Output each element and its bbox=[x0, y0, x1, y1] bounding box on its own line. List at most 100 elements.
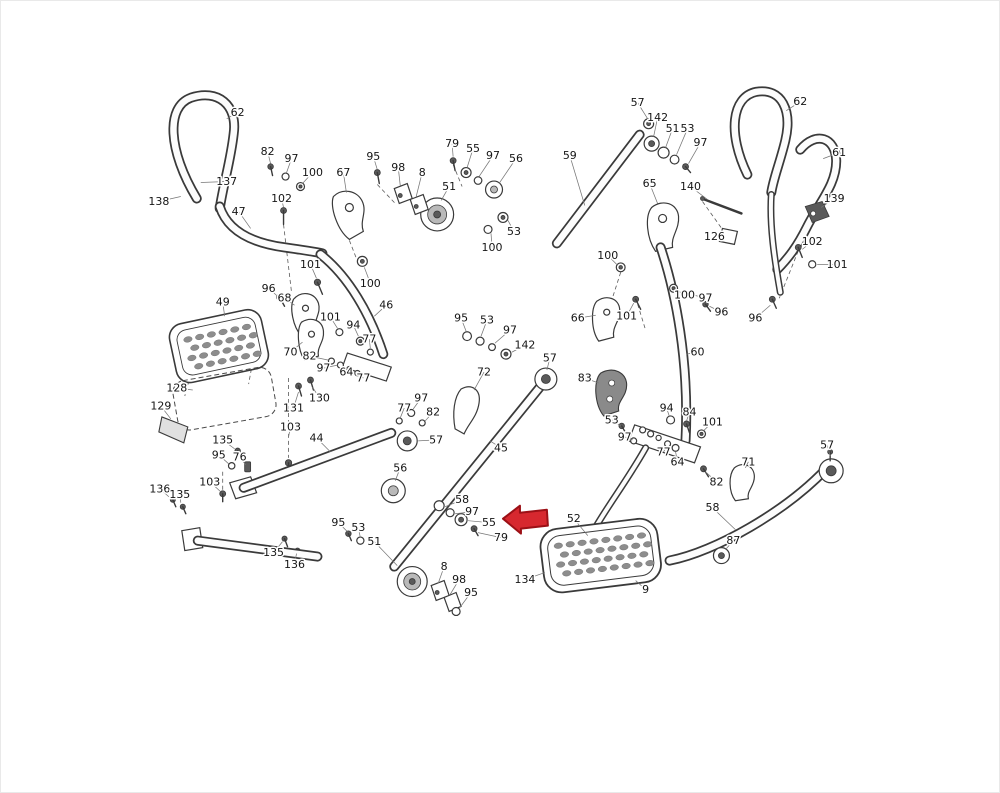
part-label-53: 53 bbox=[681, 122, 695, 135]
part-label-97: 97 bbox=[486, 149, 500, 162]
plate-128 bbox=[172, 366, 277, 431]
part-label-82: 82 bbox=[261, 145, 275, 158]
pedal-arm-52 bbox=[591, 444, 650, 533]
part-label-9: 9 bbox=[642, 583, 649, 596]
part-label-55: 55 bbox=[466, 142, 480, 155]
part-label-94: 94 bbox=[346, 319, 360, 332]
part-label-83: 83 bbox=[578, 372, 592, 385]
hardware-right-handle bbox=[700, 196, 830, 309]
part-label-128: 128 bbox=[166, 382, 187, 395]
part-label-97: 97 bbox=[414, 391, 428, 404]
part-label-66: 66 bbox=[571, 312, 585, 325]
part-label-82: 82 bbox=[709, 475, 723, 488]
part-label-71: 71 bbox=[741, 455, 755, 468]
pulley-51 bbox=[420, 197, 455, 232]
part-label-51: 51 bbox=[442, 180, 456, 193]
part-label-82: 82 bbox=[426, 405, 440, 418]
part-label-134: 134 bbox=[514, 573, 535, 586]
part-label-103: 103 bbox=[280, 420, 301, 433]
part-label-98: 98 bbox=[391, 161, 405, 174]
part-label-130: 130 bbox=[309, 391, 330, 404]
part-label-47: 47 bbox=[232, 205, 246, 218]
part-label-95: 95 bbox=[212, 448, 226, 461]
part-label-102: 102 bbox=[271, 192, 292, 205]
part-label-139: 139 bbox=[824, 192, 845, 205]
part-label-51: 51 bbox=[367, 535, 381, 548]
part-label-8: 8 bbox=[441, 560, 448, 573]
part-label-95: 95 bbox=[464, 586, 478, 599]
part-label-61: 61 bbox=[832, 146, 846, 159]
part-label-49: 49 bbox=[216, 296, 230, 309]
part-label-53: 53 bbox=[605, 413, 619, 426]
part-label-76: 76 bbox=[233, 450, 247, 463]
bracket-67 bbox=[331, 190, 365, 241]
part-label-53: 53 bbox=[480, 314, 494, 327]
part-label-53: 53 bbox=[507, 225, 521, 238]
part-label-64: 64 bbox=[339, 366, 353, 379]
hardware-tube-60 bbox=[615, 262, 712, 312]
part-label-67: 67 bbox=[336, 166, 350, 179]
red-arrow-shape bbox=[501, 504, 549, 535]
part-label-57: 57 bbox=[820, 438, 834, 451]
part-label-57: 57 bbox=[631, 96, 645, 109]
part-label-79: 79 bbox=[494, 531, 508, 544]
part-label-101: 101 bbox=[320, 311, 341, 324]
hardware-mid-45 bbox=[395, 408, 479, 537]
part-label-96: 96 bbox=[714, 306, 728, 319]
part-label-100: 100 bbox=[597, 249, 618, 262]
part-label-68: 68 bbox=[278, 292, 292, 305]
left-handlebar bbox=[168, 90, 240, 214]
pedal-49 bbox=[168, 308, 270, 384]
left-swing-arm bbox=[315, 249, 393, 382]
part-label-52: 52 bbox=[567, 512, 581, 525]
part-label-62: 62 bbox=[231, 106, 245, 119]
part-label-100: 100 bbox=[482, 241, 503, 254]
part-label-51: 51 bbox=[666, 122, 680, 135]
part-label-100: 100 bbox=[360, 277, 381, 290]
part-label-96: 96 bbox=[262, 282, 276, 295]
part-label-96: 96 bbox=[748, 312, 762, 325]
part-label-77: 77 bbox=[362, 333, 376, 346]
part-label-137: 137 bbox=[216, 175, 237, 188]
part-label-97: 97 bbox=[316, 362, 330, 375]
part-label-97: 97 bbox=[285, 152, 299, 165]
right-handlebar-62 bbox=[729, 86, 793, 198]
part-label-77: 77 bbox=[397, 401, 411, 414]
part-label-45: 45 bbox=[494, 441, 508, 454]
upper-tube-59 bbox=[551, 118, 692, 249]
part-label-97: 97 bbox=[503, 324, 517, 337]
part-label-60: 60 bbox=[691, 346, 705, 359]
part-label-98: 98 bbox=[452, 573, 466, 586]
part-label-46: 46 bbox=[379, 299, 393, 312]
leader-lines bbox=[158, 101, 840, 609]
pivot-brackets-68-70 bbox=[291, 293, 325, 361]
part-label-103: 103 bbox=[199, 475, 220, 488]
left-base-rail bbox=[181, 526, 323, 562]
part-label-87: 87 bbox=[726, 534, 740, 547]
hardware-pulley-left bbox=[373, 157, 509, 235]
part-label-65: 65 bbox=[643, 177, 657, 190]
part-label-57: 57 bbox=[429, 433, 443, 446]
main-tube-60 bbox=[655, 242, 692, 446]
bracket-66 bbox=[591, 297, 621, 342]
part-label-94: 94 bbox=[660, 401, 674, 414]
part-label-97: 97 bbox=[618, 430, 632, 443]
wedge-129 bbox=[158, 416, 189, 444]
part-label-101: 101 bbox=[702, 415, 723, 428]
part-label-138: 138 bbox=[148, 195, 169, 208]
part-label-95: 95 bbox=[331, 516, 345, 529]
part-label-58: 58 bbox=[455, 493, 469, 506]
part-label-97: 97 bbox=[465, 505, 479, 518]
part-label-56: 56 bbox=[393, 461, 407, 474]
right-assembly bbox=[539, 86, 844, 594]
part-label-82: 82 bbox=[302, 350, 316, 363]
part-label-64: 64 bbox=[671, 455, 685, 468]
part-label-62: 62 bbox=[793, 95, 807, 108]
part-label-70: 70 bbox=[284, 346, 298, 359]
part-label-55: 55 bbox=[482, 516, 496, 529]
left-handle-post bbox=[214, 201, 328, 259]
part-label-136: 136 bbox=[284, 558, 305, 571]
part-label-126: 126 bbox=[704, 230, 725, 243]
part-label-142: 142 bbox=[647, 111, 668, 124]
